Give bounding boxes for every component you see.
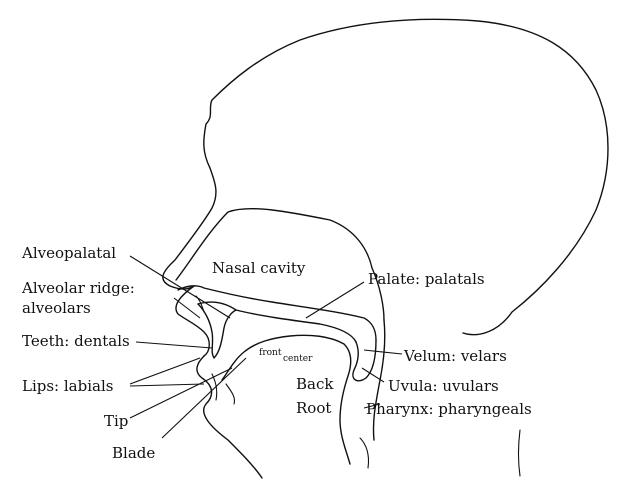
label-back: Back (296, 375, 334, 393)
velum-outline (352, 339, 377, 382)
label-blade: Blade (112, 444, 155, 462)
leader-palate (305, 281, 365, 319)
hard-palate-lower (197, 301, 357, 343)
label-pharynx: Pharynx: pharyngeals (366, 400, 532, 418)
label-velum: Velum: velars (403, 347, 507, 365)
leader-velum (363, 349, 403, 355)
label-palate: Palate: palatals (368, 270, 485, 288)
upper-teeth (197, 303, 237, 359)
throat-lower (359, 437, 370, 469)
label-tip: Tip (104, 412, 128, 430)
leader-lips-lower (129, 383, 205, 387)
leader-tip (129, 367, 233, 419)
leader-pharynx (363, 403, 381, 409)
leader-alveolar-ridge (173, 297, 201, 319)
label-nasal-cavity: Nasal cavity (212, 259, 306, 277)
leader-blade (161, 357, 247, 439)
label-root: Root (296, 399, 331, 417)
lower-lip-outline (196, 355, 263, 479)
leader-teeth (135, 341, 213, 349)
pharynx-wall (372, 319, 386, 441)
label-front: front (259, 348, 282, 358)
leader-uvula (361, 367, 385, 383)
leader-alveopalatal (129, 255, 231, 319)
nasal-cavity-outline (175, 208, 385, 321)
leader-lips-upper (129, 357, 201, 385)
label-alveolar-ridge-line1: Alveolar ridge: (21, 279, 135, 297)
label-lips: Lips: labials (22, 377, 113, 395)
head-outline (162, 18, 609, 336)
neck-back (517, 429, 521, 477)
hard-palate-upper (177, 285, 377, 341)
tongue-outline (221, 334, 352, 465)
label-center: center (283, 354, 313, 364)
upper-lip-outline (175, 285, 210, 357)
label-teeth: Teeth: dentals (22, 332, 130, 350)
label-alveopalatal: Alveopalatal (21, 244, 116, 262)
lower-lip-inner (225, 383, 236, 405)
label-alveolar-ridge-line2: alveolars (22, 299, 91, 317)
label-uvula: Uvula: uvulars (388, 377, 499, 395)
